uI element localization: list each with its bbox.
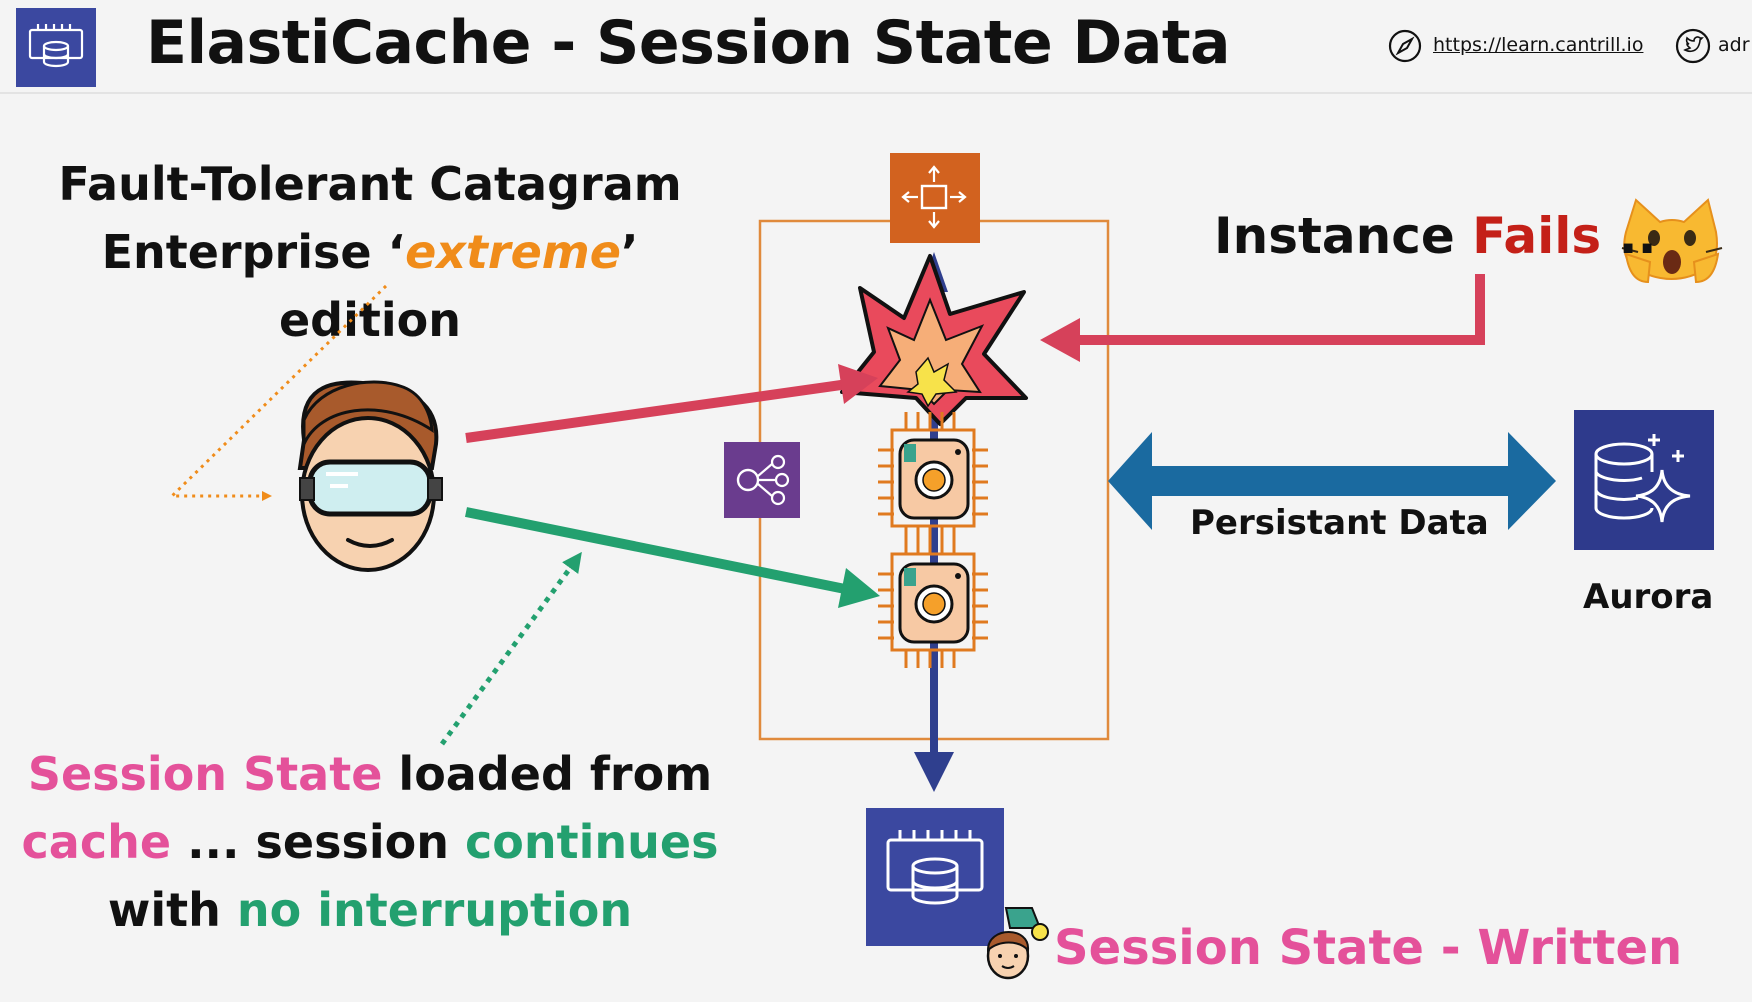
green-dotted-pointer (439, 551, 582, 746)
persistent-data-label: Persistant Data (1190, 503, 1489, 543)
twitter-handle[interactable]: adr (1718, 34, 1750, 56)
user-avatar-goggles (297, 380, 443, 572)
caption-session-state: Session State (27, 747, 383, 801)
session-caption-line3: with no interruption (20, 876, 720, 944)
failure-arrow-head (1040, 318, 1080, 362)
caption-cache: cache (21, 815, 172, 869)
load-balancer-icon (724, 442, 800, 518)
session-caption: Session State loaded from cache ... sess… (20, 740, 720, 944)
session-caption-line2: cache ... session continues (20, 808, 720, 876)
app-heading-extreme: extreme (405, 225, 621, 279)
ec2-instance-1 (878, 412, 988, 544)
explosion-icon (840, 254, 1028, 426)
session-state-written-label: Session State - Written (1054, 920, 1683, 976)
elasticache-node-icon (866, 808, 1004, 946)
ec2-instance-2 (878, 536, 988, 668)
twitter-icon (1675, 28, 1711, 64)
header-bar: ElastiCache - Session State Data https:/… (0, 0, 1752, 94)
caption-loaded-from: loaded from (382, 747, 713, 801)
caption-with: with (107, 883, 237, 937)
website-link[interactable]: https://learn.cantrill.io (1433, 34, 1644, 56)
elasticache-logo (16, 8, 96, 87)
app-heading-line2: Enterprise ‘extreme’ edition (20, 218, 720, 354)
navy-arrow-down (914, 752, 954, 792)
instance-fails-pre: Instance (1214, 207, 1473, 265)
instance-fails-label: Instance Fails .. (1214, 207, 1657, 265)
aurora-database-icon (1574, 410, 1714, 550)
instance-fails-word: Fails (1472, 207, 1602, 265)
caption-continues: continues (465, 815, 719, 869)
caption-no-interruption: no interruption (236, 883, 633, 937)
green-arrow-head (838, 568, 880, 608)
app-heading: Fault-Tolerant Catagram Enterprise ‘extr… (20, 150, 720, 354)
shocked-cat-emoji (1621, 198, 1723, 284)
compass-icon (1388, 29, 1422, 63)
elasticache-memory-icon (28, 24, 84, 68)
failure-elbow-arrow (1064, 274, 1485, 345)
session-caption-line1: Session State loaded from (20, 740, 720, 808)
instance-fails-post: .. (1601, 207, 1657, 265)
small-user-cart-icon (986, 907, 1049, 980)
app-heading-line1: Fault-Tolerant Catagram (58, 157, 682, 211)
page-title: ElastiCache - Session State Data (146, 8, 1231, 78)
app-heading-pre: Enterprise ‘ (101, 225, 406, 279)
auto-scaling-icon (890, 153, 980, 243)
persistent-double-arrow (1108, 432, 1556, 530)
red-arrow-shaft (465, 379, 849, 443)
red-arrow-head (838, 364, 878, 404)
app-heading-post: ’ edition (278, 225, 639, 347)
green-arrow-shaft (465, 507, 851, 595)
caption-session: ... session (171, 815, 465, 869)
aurora-label: Aurora (1583, 577, 1714, 617)
